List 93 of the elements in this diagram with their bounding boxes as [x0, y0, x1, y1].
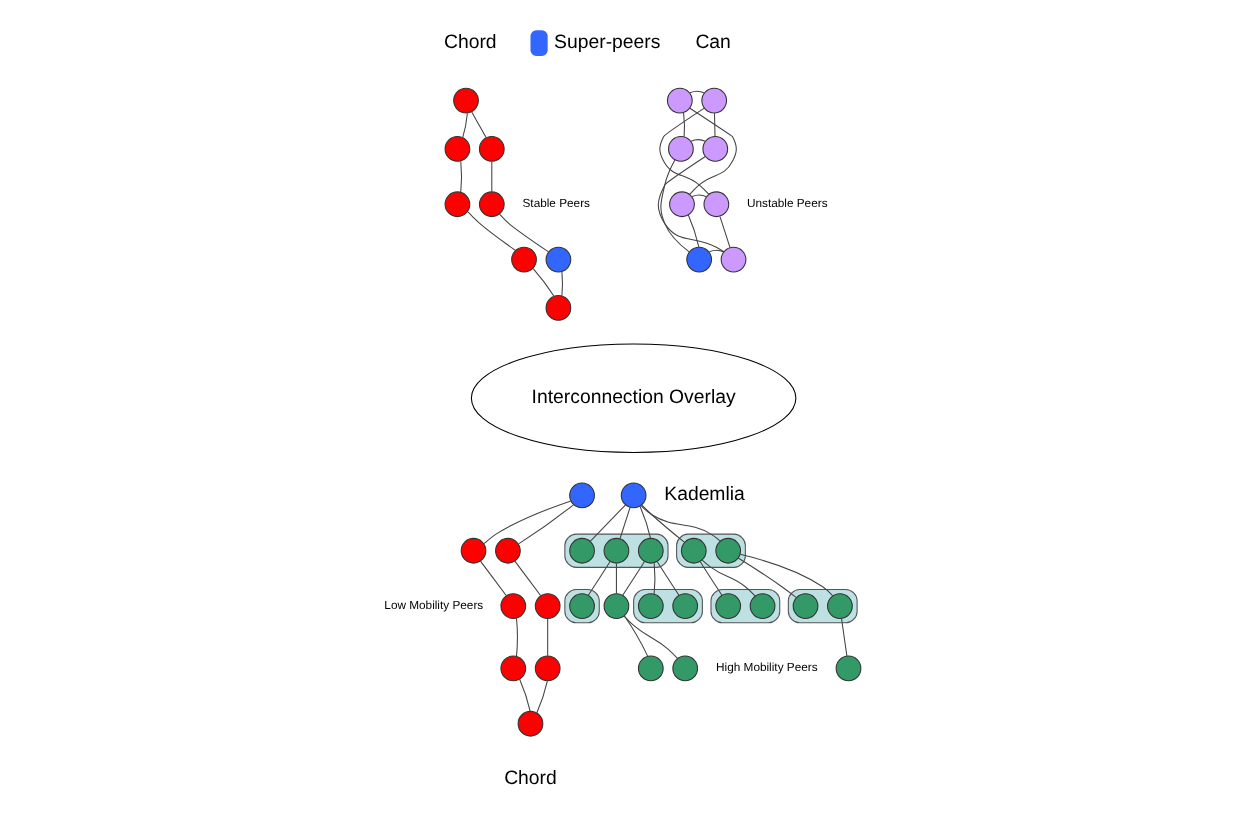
node-circle [544, 295, 571, 321]
connector [517, 504, 574, 545]
connector [688, 107, 736, 195]
connector [656, 156, 724, 253]
node-circle [679, 537, 706, 564]
connector [535, 680, 547, 714]
connector [518, 678, 530, 712]
connector [466, 211, 515, 251]
connector [712, 112, 715, 137]
connector [513, 560, 541, 597]
node-circle [714, 537, 741, 564]
node-circle [516, 710, 543, 737]
node-circle [602, 593, 629, 619]
connector [688, 90, 704, 94]
label: Chord [503, 767, 556, 790]
connector [700, 559, 755, 597]
connector [698, 561, 722, 596]
node-circle [667, 136, 693, 162]
connector [461, 112, 467, 139]
node-circle [452, 87, 478, 114]
connector [682, 111, 684, 138]
node-circle [714, 593, 741, 619]
node-circle [494, 537, 520, 564]
cluster [786, 588, 857, 624]
connector [621, 561, 645, 596]
node-circle [636, 593, 663, 619]
node-circle [533, 593, 560, 619]
node-circle [748, 593, 775, 619]
node-circle [700, 87, 727, 114]
connector [514, 617, 517, 657]
connector [690, 194, 707, 198]
connector [659, 159, 689, 253]
connector [482, 500, 571, 545]
node-circle [443, 136, 470, 162]
node-circle [544, 246, 571, 273]
connector [560, 271, 562, 297]
connector [586, 561, 610, 596]
connector [490, 161, 492, 193]
connector [655, 561, 679, 596]
node-circle [834, 655, 861, 682]
node-circle [568, 537, 594, 564]
node-circle [826, 593, 852, 619]
connector [686, 214, 699, 248]
connector [588, 504, 626, 542]
node-circle [791, 593, 818, 619]
node-circle [477, 191, 504, 218]
node-circle [459, 537, 486, 564]
connector [531, 268, 554, 297]
connector [652, 562, 655, 595]
node-circle [533, 655, 560, 682]
node-circle [671, 655, 698, 682]
connector [622, 615, 648, 657]
node-circle [510, 246, 536, 273]
node-circle [477, 136, 504, 162]
node-circle [701, 136, 728, 162]
connector [618, 507, 630, 540]
node-circle [568, 482, 594, 509]
connector [689, 139, 705, 142]
node-ellipse: Interconnection Overlay [469, 343, 796, 453]
connector [840, 617, 847, 657]
node-circle [499, 655, 526, 682]
node-circle [668, 191, 694, 218]
label: Can [694, 31, 730, 54]
connector [546, 617, 548, 657]
connector [497, 213, 549, 253]
connector [738, 553, 833, 597]
node-circle [636, 655, 663, 682]
node-circle [602, 537, 629, 564]
connector [639, 505, 720, 542]
connector [718, 216, 730, 249]
connector [707, 249, 724, 253]
node-circle [702, 191, 729, 218]
connector [459, 160, 461, 193]
node-circle [636, 537, 663, 564]
cluster [709, 588, 780, 624]
connector [638, 505, 650, 539]
node-circle [443, 191, 470, 218]
node-circle [671, 593, 698, 619]
connector [736, 557, 796, 598]
connector [614, 563, 616, 595]
node-circle [665, 87, 692, 114]
connector [640, 504, 685, 543]
node-circle [619, 482, 646, 509]
node-circle [719, 246, 746, 273]
connector [658, 107, 709, 195]
legend-label: Super-peers [553, 31, 660, 54]
connector [478, 560, 506, 597]
connector [622, 615, 678, 659]
connector [470, 111, 486, 139]
label: Kademlia [663, 484, 744, 507]
node-circle [499, 593, 526, 619]
node-circle [685, 246, 712, 273]
label: Chord [443, 31, 496, 54]
